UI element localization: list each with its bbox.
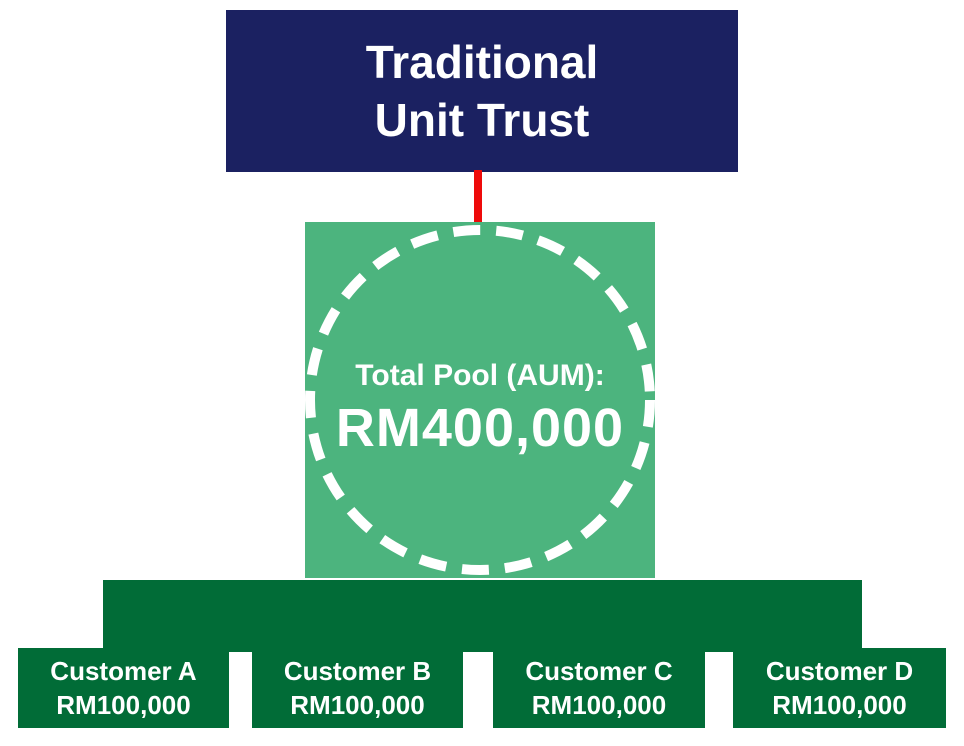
customer-name: Customer D	[765, 656, 914, 686]
title-line-2: Unit Trust	[374, 94, 590, 146]
customer-box-b: Customer B RM100,000	[252, 648, 463, 728]
title-line-1: Traditional	[365, 36, 599, 88]
customer-amount: RM100,000	[56, 690, 191, 720]
allocation-bar	[103, 580, 862, 652]
dashed-circle-icon	[305, 225, 655, 575]
customer-name: Customer B	[283, 656, 432, 686]
customer-name: Customer A	[50, 656, 197, 686]
pool-box: Total Pool (AUM): RM400,000	[305, 222, 655, 578]
customer-amount: RM100,000	[531, 690, 667, 720]
customer-box-c: Customer C RM100,000	[493, 648, 705, 728]
connector-line	[474, 170, 482, 222]
title-box: Traditional Unit Trust	[226, 10, 738, 172]
pool-label: Total Pool (AUM):	[355, 359, 605, 392]
customer-box-a: Customer A RM100,000	[18, 648, 229, 728]
customer-box-d: Customer D RM100,000	[733, 648, 946, 728]
customer-amount: RM100,000	[772, 690, 907, 720]
customer-amount: RM100,000	[290, 690, 425, 720]
pool-amount: RM400,000	[335, 398, 625, 458]
customer-name: Customer C	[525, 656, 673, 686]
pool-text: Total Pool (AUM): RM400,000	[305, 356, 655, 460]
